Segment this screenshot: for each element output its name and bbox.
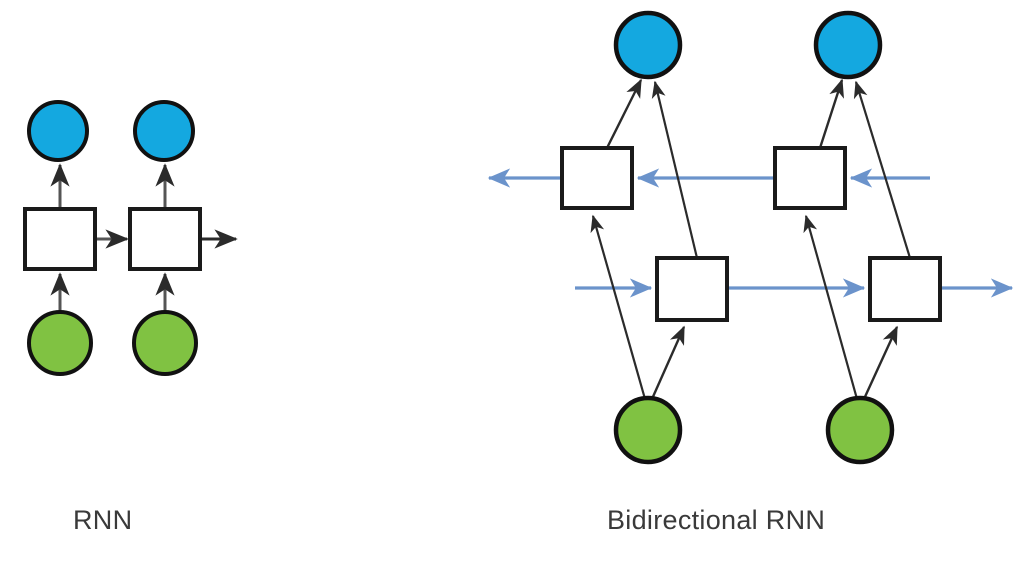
- forward-cell-t1: [655, 256, 729, 322]
- hidden-cell-t2: [128, 207, 202, 271]
- rnn-input-nodes: [27, 310, 198, 376]
- panel-label-rnn: RNN: [73, 505, 133, 535]
- backward-hidden-cells: [560, 146, 847, 210]
- input-node-t1: [27, 310, 93, 376]
- bidirectional-rnn-panel: [487, 10, 1014, 465]
- output-node-t1: [27, 100, 89, 162]
- input-to-forward-cell-arrows: [650, 325, 899, 400]
- input-node-t2: [825, 395, 895, 465]
- output-node-t2: [813, 10, 883, 80]
- backward-cell-t1: [560, 146, 634, 210]
- forward-cell-to-output-arrow-t1: [651, 80, 699, 259]
- hidden-cell-t1: [23, 207, 97, 271]
- input-to-forward-cell-arrow-t1: [650, 325, 686, 400]
- backward-cell-to-output-arrow-t2: [818, 78, 844, 149]
- output-node-t2: [133, 100, 195, 162]
- input-to-forward-cell-arrow-t2: [862, 325, 899, 400]
- forward-cell-to-output-arrows: [651, 80, 912, 259]
- forward-hidden-cells: [655, 256, 942, 322]
- bidirectional-output-nodes: [613, 10, 883, 80]
- input-to-backward-cell-arrow-t1: [590, 214, 647, 400]
- backward-cell-t2: [773, 146, 847, 210]
- bidirectional-input-nodes: [613, 395, 895, 465]
- forward-cell-to-output-arrow-t2: [853, 80, 912, 259]
- rnn-panel: [23, 100, 238, 376]
- rnn-output-nodes: [27, 100, 195, 162]
- input-node-t1: [613, 395, 683, 465]
- rnn-hidden-to-output-arrows: [50, 163, 175, 209]
- input-node-t2: [132, 310, 198, 376]
- forward-cell-t2: [868, 256, 942, 322]
- rnn-input-to-hidden-arrows: [50, 272, 175, 312]
- panel-label-bidirectional-rnn: Bidirectional RNN: [607, 505, 826, 535]
- backward-cell-to-output-arrow-t1: [605, 78, 643, 149]
- output-node-t1: [613, 10, 683, 80]
- backward-cell-to-output-arrows: [605, 78, 844, 149]
- input-to-backward-cell-arrows: [590, 214, 859, 400]
- rnn-hidden-cells: [23, 207, 202, 271]
- input-to-backward-cell-arrow-t2: [803, 214, 859, 400]
